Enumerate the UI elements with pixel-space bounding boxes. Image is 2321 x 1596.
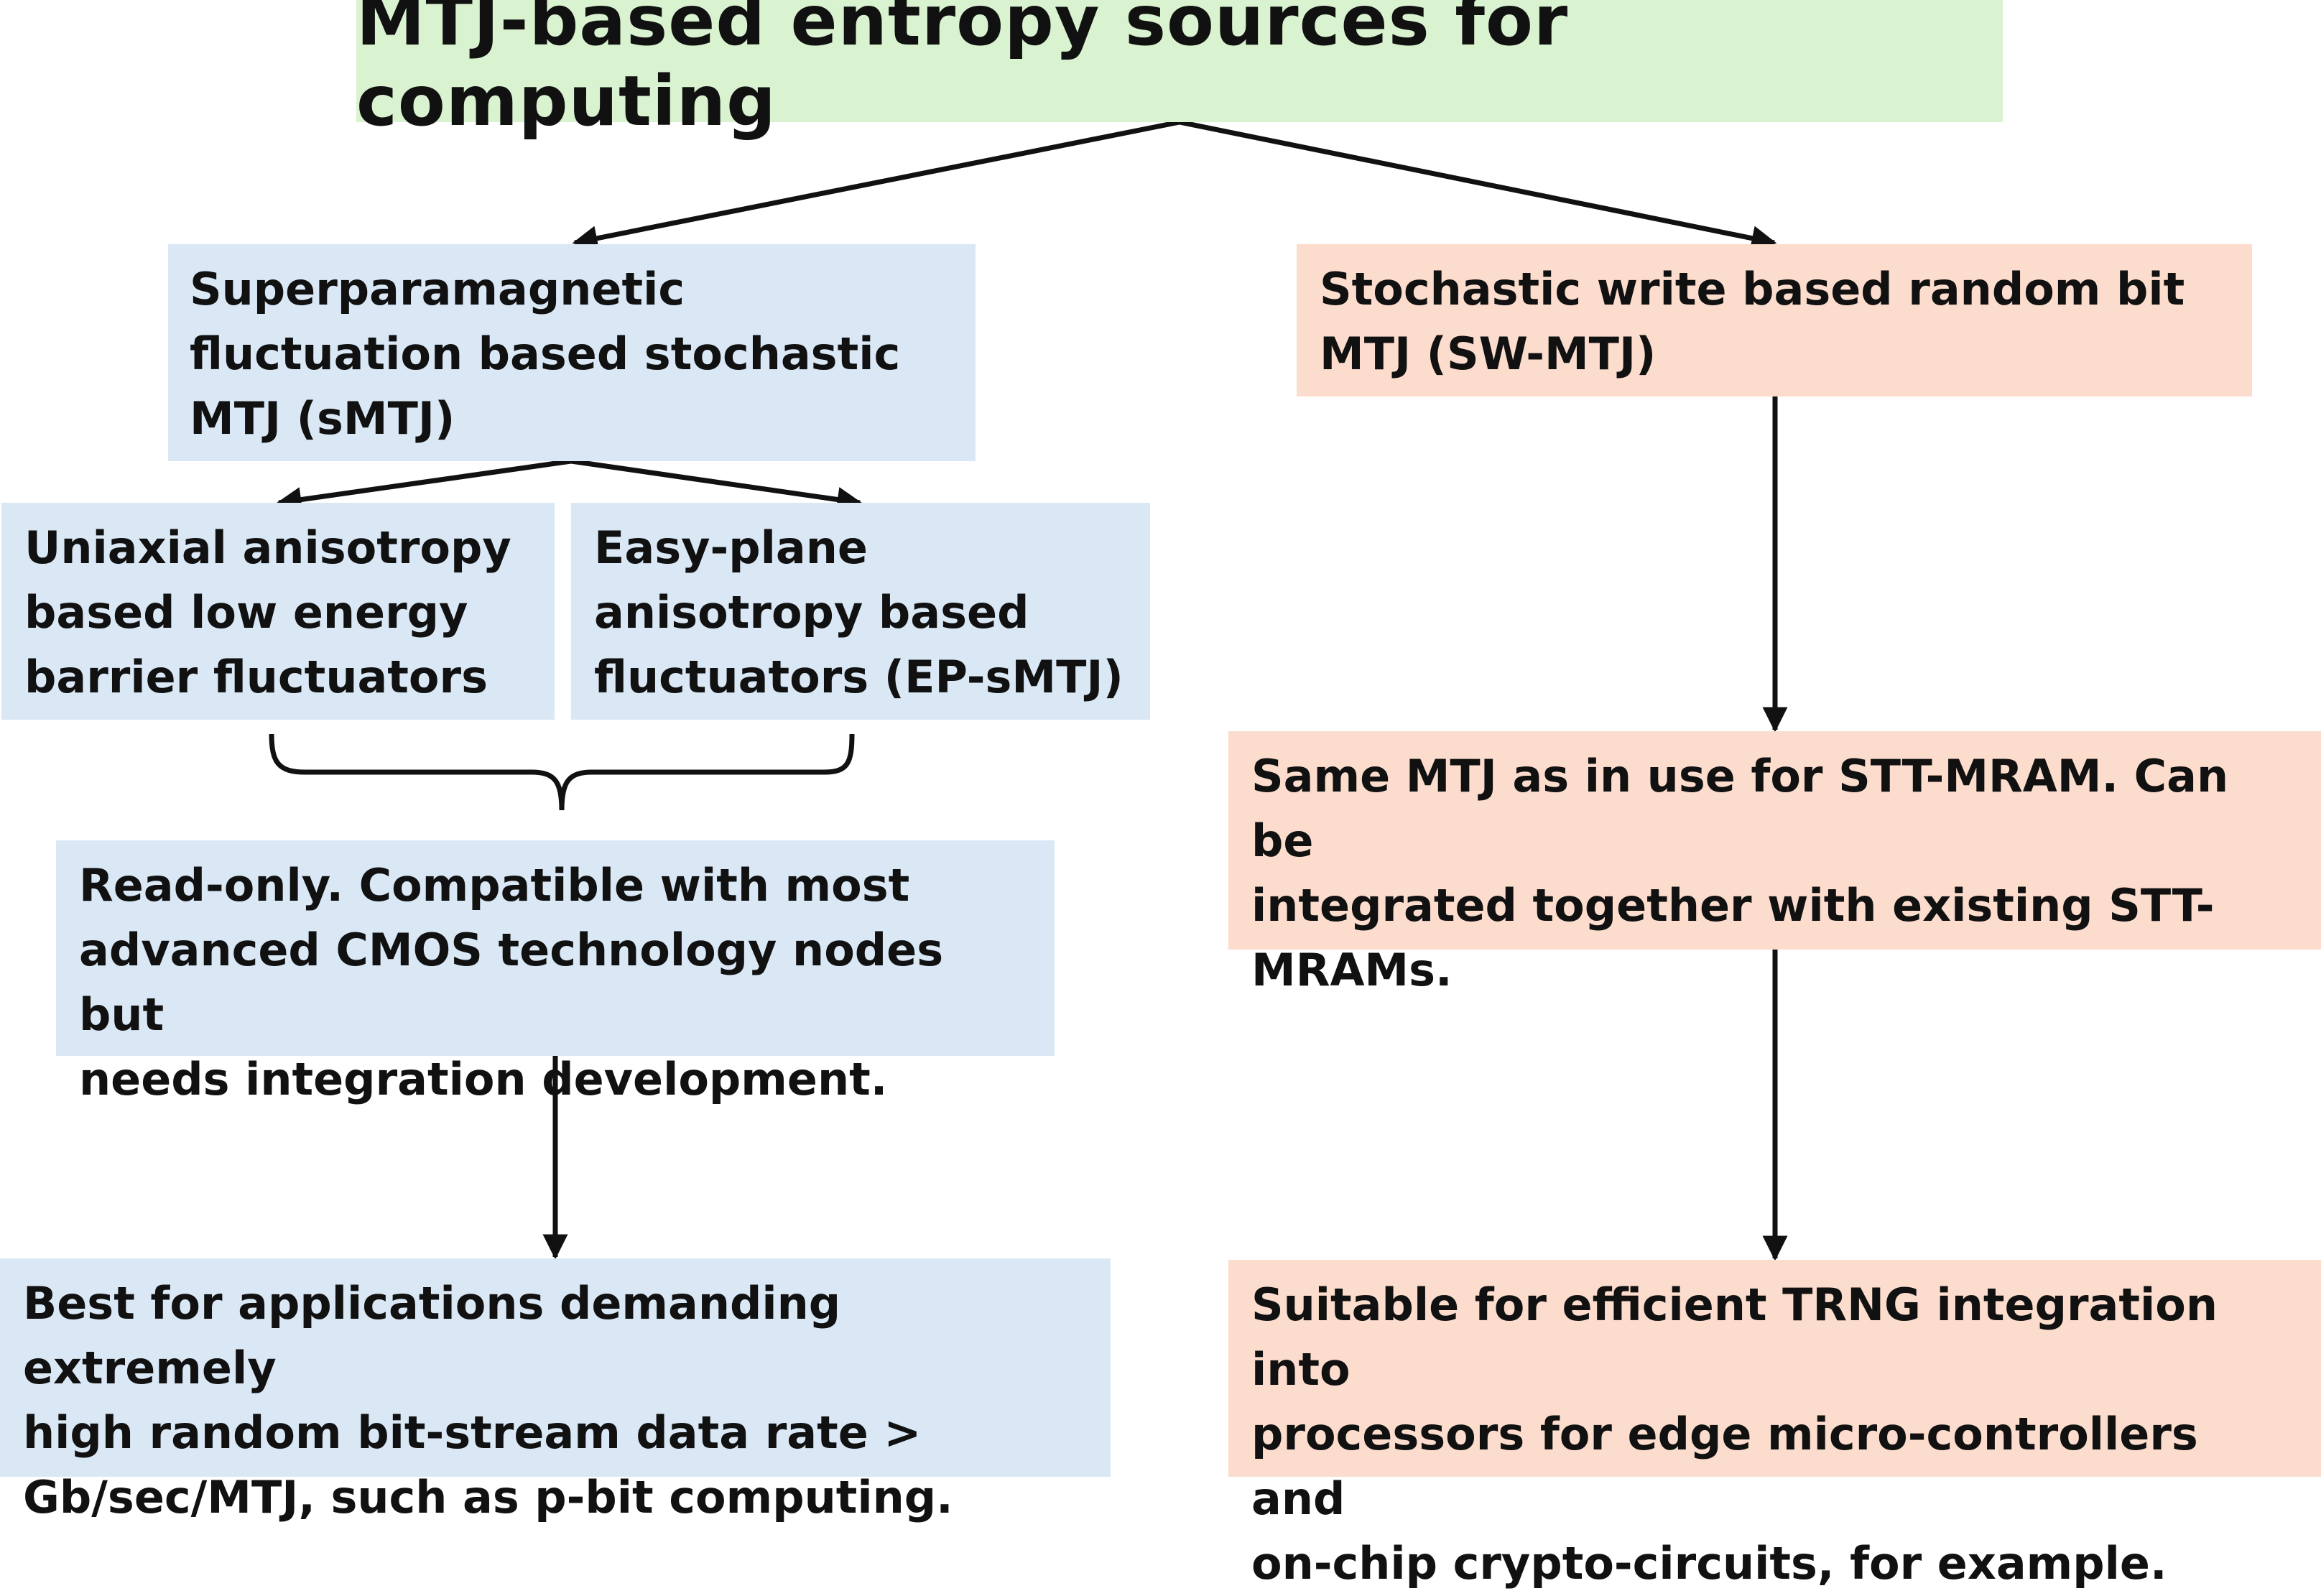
same-mtj-line-3: MRAMs.: [1251, 944, 1453, 996]
read-only-line-1: Read-only. Compatible with most: [79, 859, 910, 911]
diagram-title: MTJ-based entropy sources for computing: [356, 0, 2003, 141]
smtj-line-2: fluctuation based stochastic: [190, 328, 901, 380]
suitable-line-3: on-chip crypto-circuits, for example.: [1251, 1537, 2167, 1590]
suitable-box: Suitable for efficient TRNG integration …: [1228, 1260, 2321, 1590]
curly-brace: [269, 733, 855, 811]
best-for-line-3: Gb/sec/MTJ, such as p-bit computing.: [23, 1471, 953, 1523]
arrow-smtj-to-easy-plane: [570, 458, 863, 512]
arrow-title-to-smtj: [572, 119, 1180, 251]
arrow-title-to-sw-mtj: [1179, 119, 1777, 251]
easy-plane-line-1: Easy-plane: [594, 521, 868, 574]
easy-plane-box: Easy-plane anisotropy based fluctuators …: [571, 503, 1150, 720]
connector-lines: [269, 119, 1788, 1261]
suitable-line-2: processors for edge micro-controllers an…: [1251, 1408, 2198, 1525]
uniaxial-box: Uniaxial anisotropy based low energy bar…: [1, 503, 555, 720]
uniaxial-line-2: based low energy: [24, 586, 468, 639]
same-mtj-box: Same MTJ as in use for STT-MRAM. Can be …: [1228, 731, 2321, 996]
suitable-line-1: Suitable for efficient TRNG integration …: [1251, 1279, 2218, 1396]
sw-mtj-line-2: MTJ (SW-MTJ): [1320, 328, 1657, 380]
uniaxial-line-3: barrier fluctuators: [24, 651, 488, 703]
smtj-box: Superparamagnetic fluctuation based stoc…: [168, 244, 976, 461]
best-for-line-2: high random bit-stream data rate >: [23, 1406, 922, 1459]
best-for-box: Best for applications demanding extremel…: [0, 1258, 1111, 1523]
read-only-line-2: advanced CMOS technology nodes but: [79, 924, 944, 1041]
best-for-line-1: Best for applications demanding extremel…: [23, 1277, 841, 1394]
smtj-line-3: MTJ (sMTJ): [190, 392, 455, 445]
same-mtj-line-1: Same MTJ as in use for STT-MRAM. Can be: [1251, 750, 2229, 867]
easy-plane-line-3: fluctuators (EP-sMTJ): [594, 651, 1124, 703]
read-only-line-3: needs integration development.: [79, 1053, 888, 1105]
smtj-line-1: Superparamagnetic: [190, 263, 685, 315]
read-only-box: Read-only. Compatible with most advanced…: [56, 840, 1055, 1105]
diagram-title-text: MTJ-based entropy sources for computing: [356, 0, 1569, 141]
same-mtj-line-2: integrated together with existing STT-: [1251, 879, 2215, 932]
sw-mtj-box: Stochastic write based random bit MTJ (S…: [1297, 244, 2252, 396]
easy-plane-line-2: anisotropy based: [594, 586, 1029, 639]
arrow-smtj-to-uniaxial: [276, 458, 572, 512]
uniaxial-line-1: Uniaxial anisotropy: [24, 521, 511, 574]
sw-mtj-line-1: Stochastic write based random bit: [1320, 263, 2185, 315]
